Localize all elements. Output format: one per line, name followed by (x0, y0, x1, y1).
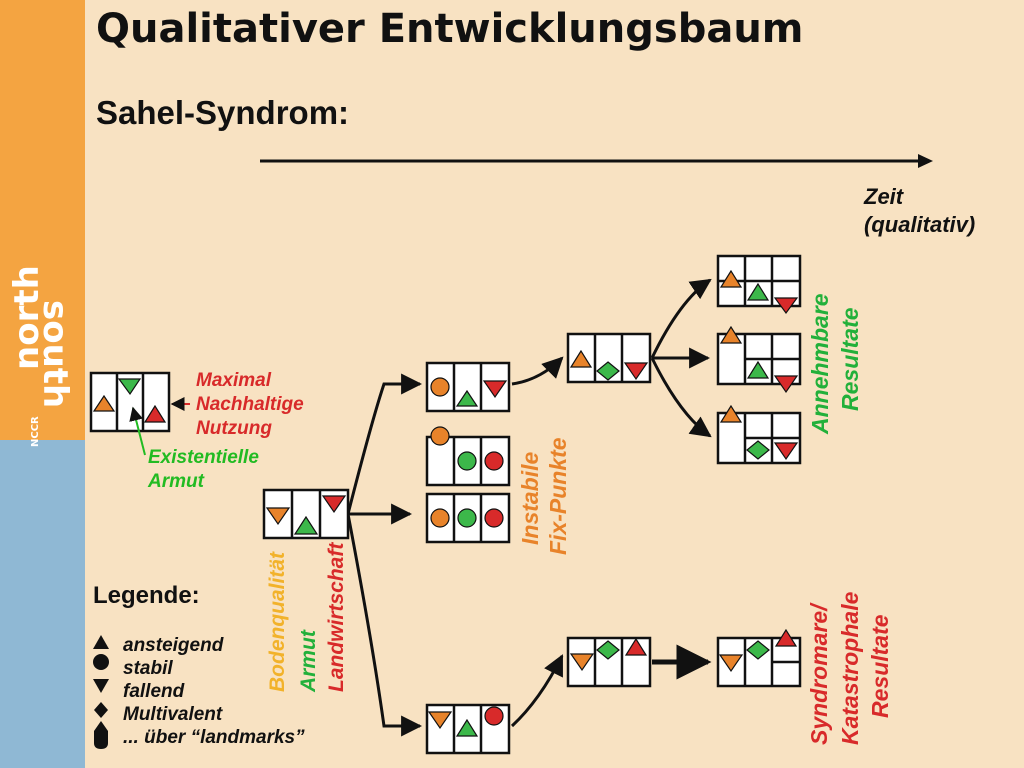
min-label-line1: Existentielle (148, 447, 259, 468)
unstable-fixpoint-box-1 (425, 426, 511, 487)
branch-arrow (511, 356, 564, 386)
triangle-down-icon (773, 442, 799, 461)
branch-arrow (346, 513, 423, 737)
page-title: Qualitativer Entwicklungsbaum (96, 6, 804, 52)
legend-item-fallend: fallend (123, 681, 185, 702)
variable-label-armut: Armut (297, 629, 320, 693)
min-label-line2: Armut (147, 471, 205, 492)
group-label-katastrophale: Katastrophale (837, 591, 863, 745)
group-label-fixpunkte: Fix-Punkte (545, 437, 571, 555)
circle-icon (430, 377, 450, 397)
diamond-icon (746, 640, 770, 660)
state-box-3a (566, 332, 652, 384)
triangle-up-icon (455, 718, 479, 737)
legend-landmark-icon (94, 721, 108, 749)
diamond-icon (746, 440, 770, 460)
nccr-north-south-logo: north south NCCR (7, 265, 75, 447)
circle-icon (484, 706, 504, 726)
min-pointer-arrow (129, 406, 146, 456)
triangle-up-icon (143, 404, 167, 423)
variable-label-landwirtschaft: Landwirtschaft (325, 542, 348, 692)
triangle-down-icon (623, 362, 649, 381)
legend-item-landmarks: ... über “landmarks” (123, 727, 305, 748)
logo-north-text: north (7, 265, 47, 370)
sidebar-blue-panel (0, 440, 85, 768)
reference-box (89, 371, 171, 433)
diamond-icon (596, 361, 620, 381)
circle-icon (430, 508, 450, 528)
triangle-up-icon (624, 637, 648, 656)
triangle-up-icon (455, 389, 479, 407)
state-box-2c (425, 703, 511, 755)
start-state-box (262, 488, 350, 540)
max-label-line2: Nachhaltige (196, 394, 304, 415)
branch-arrow (510, 654, 564, 728)
acceptable-result-box-3 (716, 404, 802, 465)
circle-icon (457, 508, 477, 528)
legend-triangle-up-icon (93, 635, 109, 649)
state-box-3b (566, 636, 652, 688)
syndromic-result-box (716, 628, 802, 688)
acceptable-result-box-1 (716, 254, 802, 315)
sidebar-orange-panel (0, 0, 85, 440)
triangle-up-icon (746, 282, 770, 301)
circle-icon (430, 426, 450, 446)
variable-label-bodenqualitaet: Bodenqualität (266, 551, 289, 692)
group-label-instabile: Instabile (517, 451, 543, 545)
max-label-line1: Maximal (196, 370, 272, 391)
triangle-up-icon (719, 269, 743, 288)
triangle-up-icon (746, 360, 770, 379)
legend-item-ansteigend: ansteigend (123, 635, 224, 656)
group-label-resultate: Resultate (837, 307, 863, 411)
triangle-down-icon (773, 297, 799, 315)
group-label-syndromare: Syndromare/ (806, 602, 832, 745)
triangle-down-icon (569, 653, 595, 672)
triangle-up-icon (719, 325, 743, 344)
group-label-syndromare-resultate: Resultate (867, 614, 893, 718)
triangle-down-icon (427, 711, 453, 730)
triangle-down-icon (773, 375, 799, 394)
max-label-line3: Nutzung (196, 418, 272, 439)
circle-icon (457, 451, 477, 471)
legend: Legende: ansteigend stabil fallend Multi… (93, 582, 305, 749)
triangle-up-icon (774, 628, 798, 647)
logo-south-text: south (35, 300, 75, 408)
legend-triangle-down-icon (93, 679, 109, 693)
acceptable-result-box-2 (716, 325, 802, 394)
triangle-up-icon (569, 349, 593, 368)
branch-arrow (346, 373, 423, 515)
triangle-up-icon (92, 394, 116, 412)
circle-icon (484, 508, 504, 528)
page-subtitle: Sahel-Syndrom: (96, 94, 350, 131)
time-axis-sublabel: (qualitativ) (864, 212, 975, 237)
legend-circle-icon (93, 654, 109, 670)
legend-title: Legende: (93, 582, 200, 609)
triangle-down-icon (117, 378, 142, 396)
branch-arrow (650, 278, 712, 359)
legend-item-multivalent: Multivalent (123, 704, 223, 725)
time-axis-arrowhead (918, 154, 933, 168)
unstable-fixpoint-box-2 (425, 492, 511, 544)
legend-item-stabil: stabil (123, 658, 173, 679)
circle-icon (484, 451, 504, 471)
triangle-up-icon (293, 515, 319, 535)
logo-nccr-text: NCCR (30, 416, 41, 447)
group-label-annehmbare: Annehmbare (807, 293, 833, 435)
triangle-down-icon (482, 380, 508, 399)
triangle-up-icon (719, 404, 743, 423)
legend-diamond-icon (94, 702, 108, 718)
triangle-down-icon (265, 507, 291, 526)
diamond-icon (596, 640, 620, 660)
time-axis-label: Zeit (863, 184, 905, 209)
triangle-down-icon (718, 654, 744, 673)
triangle-down-icon (321, 495, 347, 514)
branch-arrow (650, 357, 712, 438)
state-box-2a (425, 361, 511, 413)
